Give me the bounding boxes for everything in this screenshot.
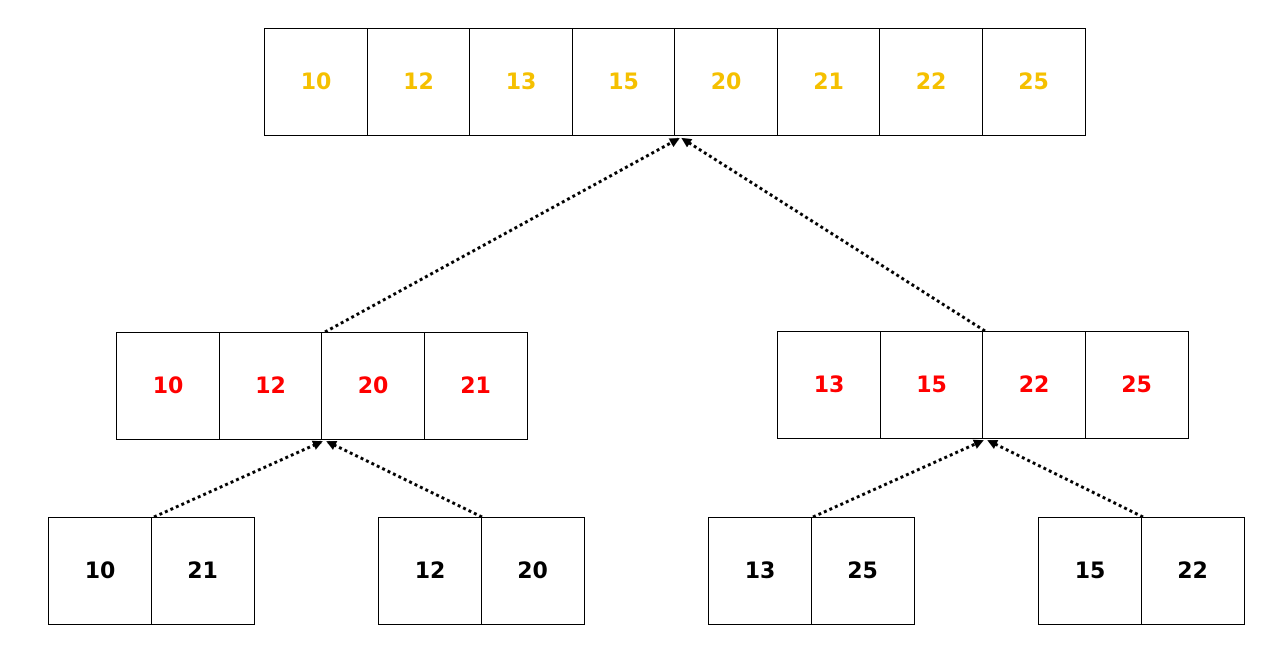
array-cell: 25 <box>810 517 915 625</box>
array-cell: 20 <box>321 332 425 440</box>
array-cell: 12 <box>378 517 482 625</box>
arrow-leaf2-to-left <box>326 440 483 519</box>
array-cell: 25 <box>981 28 1086 136</box>
array-cell: 21 <box>150 517 255 625</box>
leaf-array-3: 13 25 <box>708 517 915 625</box>
arrow-leaf3-to-right <box>812 439 984 519</box>
array-cell: 15 <box>571 28 676 136</box>
array-cell: 21 <box>423 332 528 440</box>
array-cell: 12 <box>366 28 471 136</box>
array-cell: 10 <box>264 28 368 136</box>
array-cell: 10 <box>48 517 152 625</box>
right-subarray: 13 15 22 25 <box>777 331 1189 439</box>
array-cell: 20 <box>674 28 778 136</box>
array-cell: 13 <box>708 517 812 625</box>
array-cell: 13 <box>469 28 573 136</box>
array-cell: 22 <box>879 28 983 136</box>
leaf-array-2: 12 20 <box>378 517 585 625</box>
arrow-leaf1-to-left <box>153 440 323 519</box>
leaf-array-1: 10 21 <box>48 517 255 625</box>
array-cell: 15 <box>879 331 984 439</box>
left-subarray: 10 12 20 21 <box>116 332 528 440</box>
arrow-right-to-merged <box>681 137 986 333</box>
arrow-leaf4-to-right <box>987 439 1144 519</box>
merged-array: 10 12 13 15 20 21 22 25 <box>264 28 1086 136</box>
leaf-array-4: 15 22 <box>1038 517 1245 625</box>
array-cell: 22 <box>1140 517 1245 625</box>
array-cell: 12 <box>218 332 323 440</box>
arrow-left-to-merged <box>324 137 680 334</box>
array-cell: 25 <box>1084 331 1189 439</box>
array-cell: 20 <box>480 517 585 625</box>
array-cell: 22 <box>982 331 1086 439</box>
array-cell: 15 <box>1038 517 1142 625</box>
array-cell: 10 <box>116 332 220 440</box>
array-cell: 21 <box>776 28 881 136</box>
array-cell: 13 <box>777 331 881 439</box>
